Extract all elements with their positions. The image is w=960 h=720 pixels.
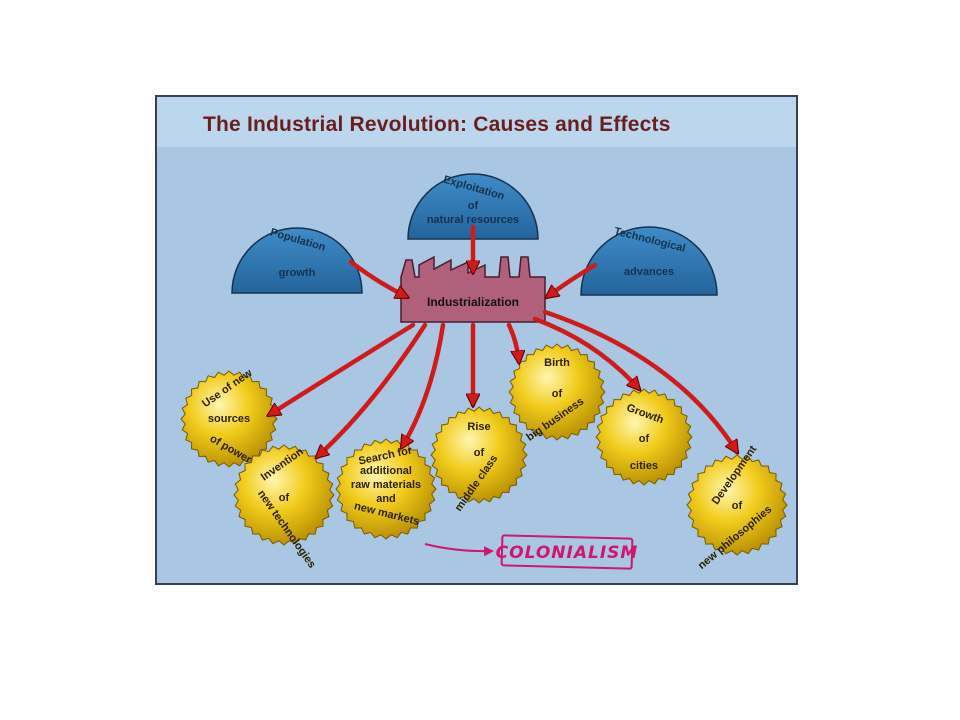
effect-label-line: and [376, 493, 396, 505]
industrialization-factory: Industrialization [400, 255, 546, 323]
cause-label-line: of [468, 200, 479, 212]
arrow-population-to-industrialization [348, 259, 407, 300]
effect-label-line: raw materials [351, 479, 421, 491]
industrialization-label: Industrialization [427, 295, 519, 309]
effect-gear-shape [595, 388, 693, 486]
effect-label-line: of [552, 388, 563, 400]
colonialism-arrow [424, 543, 494, 557]
colonialism-box [500, 534, 634, 570]
arrow-technological-to-industrialization [547, 262, 598, 297]
effect-label-line: Rise [467, 421, 490, 433]
effect-gear-shape [686, 454, 788, 556]
effect-label-line: of [732, 500, 743, 512]
diagram-figure: The Industrial Revolution: Causes and Ef… [155, 95, 798, 585]
effect-gear-shape [180, 370, 278, 468]
colonialism-annotation: COLONIALISM [424, 534, 639, 570]
effect-gear-shape [508, 343, 606, 441]
arrow-to-search-for-materials [399, 322, 446, 447]
effect-label-line: sources [208, 413, 250, 425]
cause-dome-shape [580, 226, 718, 296]
arrow-to-growth-of-cities [532, 316, 639, 389]
effect-label-line: of [279, 492, 290, 504]
cause-label-line: advances [624, 266, 674, 278]
arrow-to-development-of-new-philosophies [542, 309, 740, 452]
effect-label-line: of [474, 447, 485, 459]
arrow-to-birth-of-big-business [506, 322, 519, 362]
effect-label-line: additional [360, 465, 412, 477]
diagram-title: The Industrial Revolution: Causes and Ef… [203, 113, 671, 136]
arrow-to-invention-of-new-technologies [317, 322, 428, 457]
cause-dome-shape [407, 173, 539, 240]
effect-label-line: of [639, 433, 650, 445]
effect-label-line: Birth [544, 357, 570, 369]
effect-gear-shape [430, 406, 528, 504]
colonialism-label: COLONIALISM [496, 543, 639, 563]
arrow-to-new-sources-of-power [269, 322, 416, 418]
cause-label-line: growth [279, 267, 316, 279]
cause-label-line: natural resources [427, 214, 519, 226]
effect-gear-shape [233, 444, 335, 546]
effect-label-line: cities [630, 460, 658, 472]
title-band [157, 97, 796, 147]
